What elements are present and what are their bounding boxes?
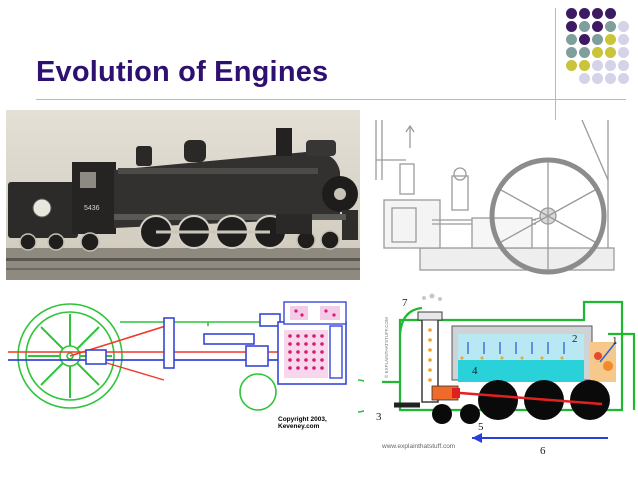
label-2: 2: [572, 333, 578, 345]
label-7: 7: [402, 297, 408, 309]
decorative-dot: [579, 8, 590, 19]
source-caption: www.explainthatstuff.com: [381, 443, 455, 450]
decorative-dot: [592, 21, 603, 32]
decorative-dot: [566, 21, 577, 32]
decorative-dot: [566, 34, 577, 45]
slide-title: Evolution of Engines: [36, 56, 329, 88]
decorative-dot: [592, 60, 603, 71]
decorative-dot: [579, 34, 590, 45]
label-6: 6: [540, 445, 546, 457]
piston-valve-diagram-icon: [8, 292, 364, 430]
decorative-dot: [566, 60, 577, 71]
label-4: 4: [472, 365, 478, 377]
decorative-dot: [605, 73, 616, 84]
decorative-dot: [605, 34, 616, 45]
decorative-dot: [618, 73, 629, 84]
decorative-dot: [605, 60, 616, 71]
decorative-dot: [592, 47, 603, 58]
steam-locomotive-photo-icon: 5436: [6, 110, 360, 280]
locomotive-cutaway-diagram: 7 2 1 4 3 5 6 www.explainthatstuff.com ©…: [372, 290, 636, 458]
decorative-dot: [579, 47, 590, 58]
piston-valve-diagram: Copyright 2003, Keveney.com: [8, 292, 364, 430]
decorative-dot: [579, 73, 590, 84]
locomotive-photo: 5436: [6, 110, 360, 280]
decorative-dot: [605, 47, 616, 58]
label-1: 1: [612, 335, 618, 347]
vertical-copyright: © EXPLAINTHATSTUFF.COM: [383, 317, 389, 378]
decorative-dot: [579, 21, 590, 32]
locomotive-number-plate: 5436: [84, 205, 100, 212]
stationary-steam-engine-drawing-icon: [372, 120, 616, 280]
decorative-dot: [618, 60, 629, 71]
title-underline: [36, 99, 626, 100]
decorative-vertical-line: [555, 8, 556, 146]
decorative-dot: [618, 34, 629, 45]
label-5: 5: [478, 421, 484, 433]
decorative-dot: [592, 73, 603, 84]
decorative-dot: [605, 21, 616, 32]
decorative-dot: [592, 34, 603, 45]
decorative-dot: [618, 21, 629, 32]
decorative-dot: [592, 8, 603, 19]
decorative-dot: [605, 8, 616, 19]
decorative-dot: [566, 8, 577, 19]
copyright-caption: Copyright 2003, Keveney.com: [278, 416, 327, 430]
decorative-dot: [579, 60, 590, 71]
label-3: 3: [376, 411, 382, 423]
stationary-engine-drawing: [372, 120, 616, 280]
decorative-dot: [618, 47, 629, 58]
locomotive-cutaway-diagram-icon: 7 2 1 4 3 5 6 www.explainthatstuff.com ©…: [372, 290, 636, 458]
decorative-dot: [566, 47, 577, 58]
